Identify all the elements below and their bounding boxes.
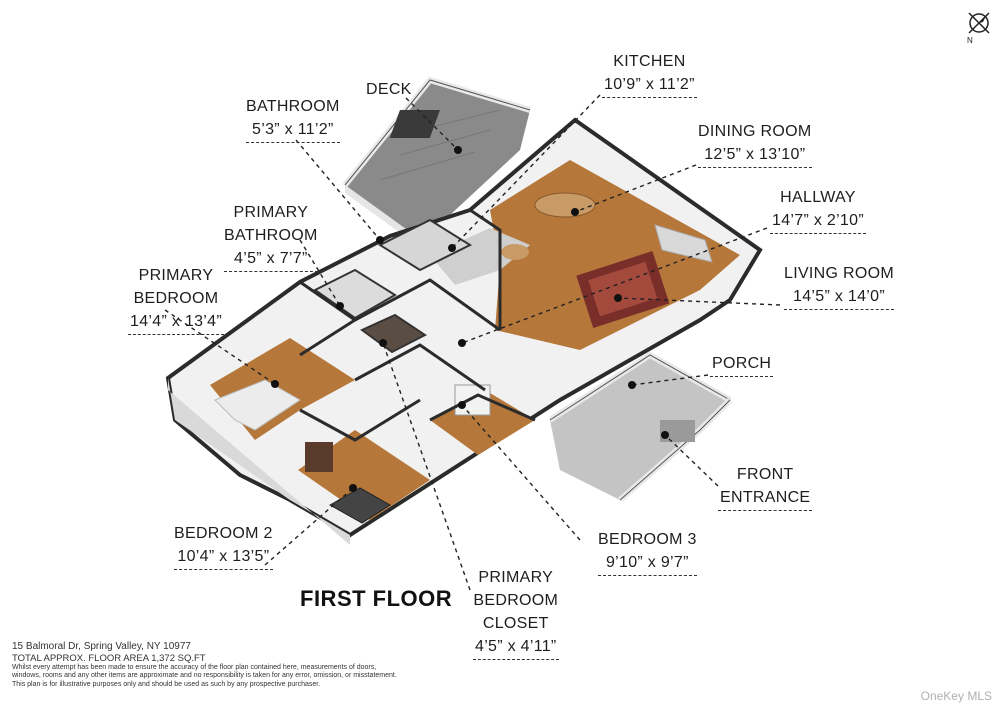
interior-walls: [299, 208, 536, 442]
compass-label: N: [967, 36, 973, 45]
footer-address: 15 Balmoral Dr, Spring Valley, NY 10977: [12, 641, 191, 652]
footer-disclaimer-1: Whilst every attempt has been made to en…: [12, 664, 377, 671]
bathroom-floor: [377, 218, 473, 272]
label-deck: DECK: [366, 81, 412, 98]
label-front-entrance: FRONT ENTRANCE: [718, 440, 813, 534]
porch-area: [548, 351, 733, 503]
floor-title: FIRST FLOOR: [300, 586, 453, 611]
footer-disclaimer-3: This plan is for illustrative purposes o…: [12, 680, 321, 688]
watermark: OneKey MLS: [920, 689, 992, 703]
label-porch: PORCH: [710, 352, 774, 377]
leader-dots: [271, 146, 669, 492]
bedroom-2-bed: [328, 487, 391, 524]
main-living-floor: [430, 160, 740, 350]
compass-icon: N: [967, 12, 990, 45]
deck-area: [342, 76, 531, 240]
primary-bedroom-bed: [214, 379, 301, 431]
leader-lines: [164, 94, 781, 591]
plan-footer: 15 Balmoral Dr, Spring Valley, NY 10977 …: [12, 641, 397, 689]
bedroom-2-dresser: [305, 442, 333, 472]
footer-disclaimer-2: windows, rooms and any other items are a…: [12, 672, 397, 680]
footer-floor-area: TOTAL APPROX. FLOOR AREA 1,372 SQ.FT: [12, 653, 206, 664]
